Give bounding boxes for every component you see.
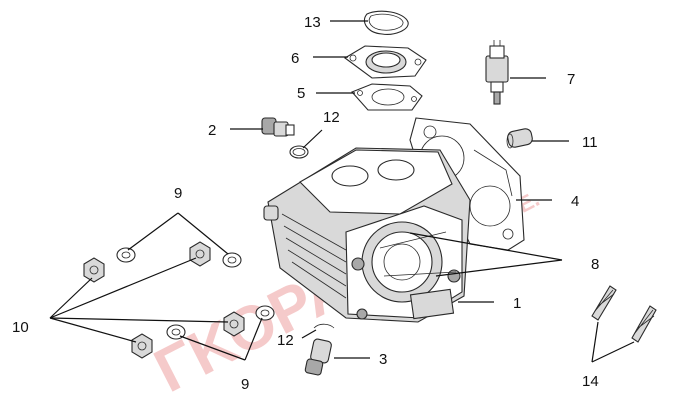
dowel-studs-illustration: [379, 231, 457, 277]
o-ring-top-illustration: [289, 145, 309, 159]
label-part-8: 8: [591, 256, 599, 273]
intake-fitting-illustration: [304, 338, 332, 376]
intake-flange-illustration: [344, 45, 427, 79]
label-part-12-top: 12: [323, 109, 340, 126]
label-part-9-bottom: 9: [241, 376, 249, 393]
seal-ring-illustration: [363, 10, 409, 35]
manifold-gasket-illustration: [351, 83, 423, 111]
label-part-9-top: 9: [174, 185, 182, 202]
part-labels: 13 6 5 7 2 12 11 4 9 8 1 10 12 3 9 14: [12, 14, 599, 393]
label-part-12-bottom: 12: [277, 332, 294, 349]
label-part-6: 6: [291, 50, 299, 67]
o-ring-bottom-illustration: [313, 323, 335, 329]
label-part-3: 3: [379, 351, 387, 368]
label-part-4: 4: [571, 193, 579, 210]
cap-nuts-illustration: [83, 241, 245, 359]
label-part-11: 11: [582, 134, 598, 151]
leader-lines: [49, 20, 635, 363]
label-part-1: 1: [513, 295, 521, 312]
studs-illustration: [591, 285, 657, 343]
washers-illustration: [116, 247, 275, 340]
dowel-pin-illustration: [506, 128, 533, 149]
label-part-14: 14: [582, 373, 599, 390]
temperature-fitting-illustration: [261, 117, 295, 137]
cylinder-head-illustration: [263, 147, 471, 323]
label-part-13: 13: [304, 14, 321, 31]
label-part-5: 5: [297, 85, 305, 102]
label-part-10: 10: [12, 319, 29, 336]
label-part-2: 2: [208, 122, 216, 139]
label-part-7: 7: [567, 71, 575, 88]
sensor-connector-illustration: [485, 40, 509, 105]
